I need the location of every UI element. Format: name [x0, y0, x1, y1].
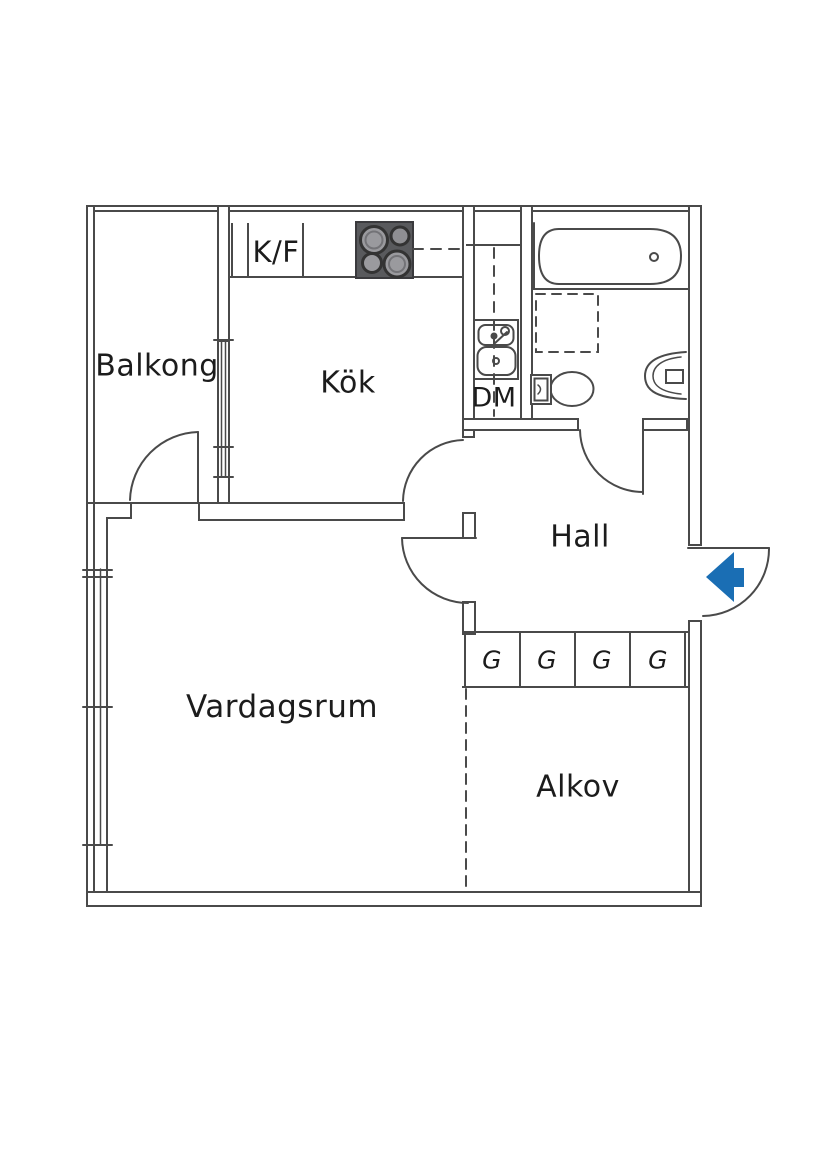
wall-hall-north-east — [642, 418, 688, 431]
wardrobe-label-2: G — [537, 645, 557, 675]
wardrobe-label-4: G — [648, 645, 668, 675]
wardrobe-label-1: G — [482, 645, 502, 675]
kitchen-counter-front-line — [229, 276, 463, 278]
room-label-kok: Kök — [320, 365, 376, 401]
balcony-window-icon — [213, 339, 234, 478]
living-room-window-icon — [82, 568, 113, 846]
stove-icon — [355, 221, 414, 279]
wardrobe-label-3: G — [592, 645, 612, 675]
room-label-hall: Hall — [550, 519, 610, 555]
room-label-balkong: Balkong — [95, 348, 219, 384]
room-label-alkov: Alkov — [536, 769, 620, 805]
balcony-door-jamb — [130, 502, 132, 519]
living-room-inner-west-line — [106, 517, 108, 892]
door-arc-kitchen — [402, 439, 464, 502]
wall-hall-north-west — [462, 418, 579, 431]
dashed-lines — [412, 247, 495, 892]
dishwasher-label: DM — [471, 382, 517, 414]
door-arc-bathroom — [579, 429, 644, 495]
entrance-arrow-icon — [706, 552, 744, 602]
room-label-vardagsrum: Vardagsrum — [185, 689, 379, 725]
bathroom-sink-icon — [643, 351, 687, 400]
door-arc-entrance — [687, 547, 771, 617]
wall-hall-west-lower — [462, 601, 476, 635]
balcony-door-sill-line — [86, 502, 200, 504]
door-arc-living-room — [401, 537, 477, 604]
wardrobe-divider-2 — [519, 631, 521, 688]
living-room-corner-line — [107, 517, 132, 519]
wall-living-room-north — [198, 502, 405, 521]
bathtub-icon — [533, 222, 683, 289]
counter-strip-top-line — [466, 244, 522, 246]
wardrobe-divider-1 — [464, 631, 466, 688]
washing-machine-icon — [535, 293, 599, 353]
fridge-freezer-label: K/F — [252, 235, 300, 269]
kitchen-counter-divider-1 — [231, 223, 233, 276]
bathtub-enclosure-front-line — [532, 288, 688, 290]
wardrobe-divider-4 — [629, 631, 631, 688]
kitchen-sink-icon — [473, 319, 519, 380]
wall-outer-bottom — [86, 891, 702, 907]
door-arc-balcony — [129, 431, 199, 503]
wall-outer-right-upper — [688, 205, 702, 546]
wardrobe-divider-3 — [574, 631, 576, 688]
kitchen-counter-divider-2 — [247, 223, 249, 276]
toilet-icon — [530, 371, 595, 407]
kitchen-counter-divider-3 — [302, 223, 304, 276]
wardrobe-divider-5 — [684, 631, 686, 688]
